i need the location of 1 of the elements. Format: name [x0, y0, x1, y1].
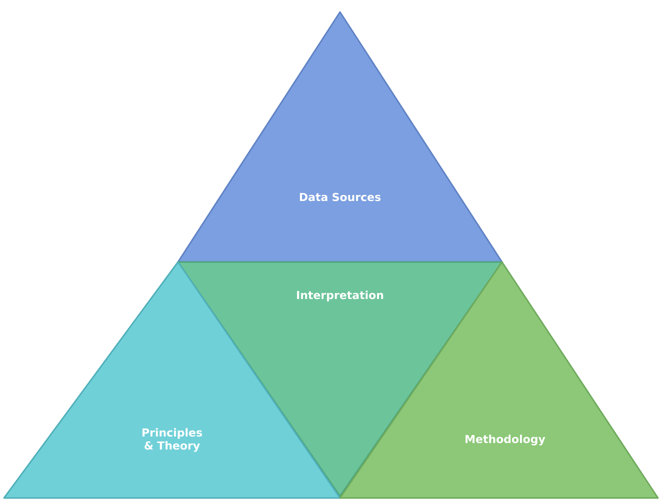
triangle-segment: Data Sources	[177, 11, 503, 263]
